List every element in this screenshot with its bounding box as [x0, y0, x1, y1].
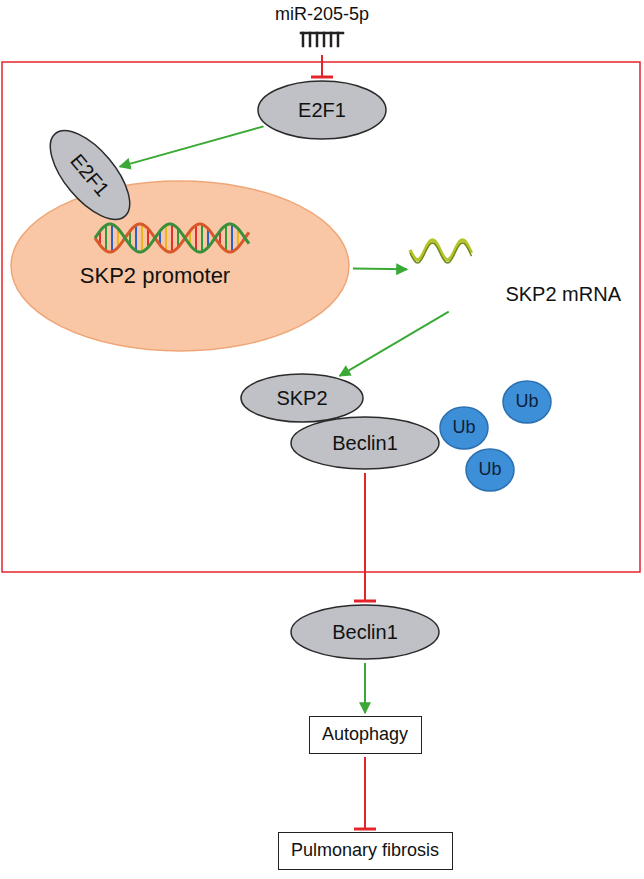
node-label: Ub	[515, 391, 538, 413]
mirna-tooth	[302, 33, 305, 46]
protein-ellipse-shape	[258, 81, 386, 139]
dna-base-pair	[195, 225, 197, 251]
dna-base-pair	[201, 224, 203, 251]
dna-strand	[95, 224, 249, 252]
inhibition-line	[321, 55, 323, 77]
dna-strand	[95, 224, 249, 252]
mirna-tooth	[337, 33, 340, 46]
protein-ellipse-shape	[291, 417, 439, 469]
node-label: SKP2 mRNA	[505, 282, 621, 306]
protein-ellipse-shape	[291, 605, 439, 659]
ubiquitin-circle-shape	[466, 449, 514, 491]
nucleus-ellipse-shape	[11, 181, 349, 351]
node-label: miR-205-5p	[275, 4, 369, 26]
mirna-label: miR-205-5p	[262, 2, 382, 52]
dna-helix	[95, 224, 249, 252]
dna-base-pair	[165, 225, 167, 251]
inhibition-line	[364, 473, 366, 601]
outcome-box: Pulmonary fibrosis	[278, 832, 453, 870]
mirna-tooth	[309, 33, 312, 46]
node-label: SKP2 promoter	[80, 263, 230, 289]
protein-ellipse: E2F1	[257, 80, 387, 140]
activation-arrow	[340, 312, 449, 376]
dna-base-pair	[231, 224, 233, 251]
node-label: Ub	[452, 417, 475, 439]
ubiquitin-circle: Ub	[502, 380, 552, 424]
node-label: Pulmonary fibrosis	[291, 840, 439, 862]
ubiquitin-circle-shape	[503, 381, 551, 423]
node-label: Beclin1	[332, 620, 398, 644]
mrna-strand	[410, 243, 472, 263]
dna-base-pair	[105, 225, 107, 251]
dna-base-pair	[141, 224, 143, 251]
inhibition-line	[364, 757, 366, 829]
protein-ellipse: Beclin1	[290, 416, 440, 470]
dna-base-pair	[225, 225, 227, 251]
ubiquitin-circle: Ub	[439, 406, 489, 450]
mirna-backbone	[301, 32, 343, 35]
dna-base-pair	[111, 224, 113, 251]
dna-base-pair	[135, 225, 137, 251]
node-label: Beclin1	[332, 431, 398, 455]
process-box: Autophagy	[309, 716, 422, 754]
mirna-symbol	[301, 33, 343, 46]
activation-arrow	[120, 126, 264, 166]
mrna-wave	[410, 240, 472, 263]
pathway-frame	[2, 62, 640, 572]
protein-ellipse-shape	[36, 118, 144, 233]
protein-ellipse: SKP2	[240, 373, 364, 423]
node-label: Ub	[478, 459, 501, 481]
node-label: E2F1	[298, 98, 346, 122]
protein-ellipse-shape	[241, 374, 363, 422]
mrna-label: SKP2 mRNA	[410, 232, 625, 310]
mirna-tooth	[323, 33, 326, 46]
activation-arrow	[364, 663, 366, 713]
node-label: Autophagy	[322, 724, 408, 746]
ubiquitin-circle-shape	[440, 407, 488, 449]
activation-arrow	[353, 268, 407, 271]
node-label: SKP2	[276, 386, 327, 410]
mirna-tooth	[330, 33, 333, 46]
protein-ellipse: Beclin1	[290, 604, 440, 660]
ubiquitin-circle: Ub	[465, 448, 515, 492]
nucleus-ellipse: SKP2 promoterE2F1	[10, 180, 350, 352]
mirna-tooth	[316, 33, 319, 46]
dna-base-pair	[171, 224, 173, 251]
